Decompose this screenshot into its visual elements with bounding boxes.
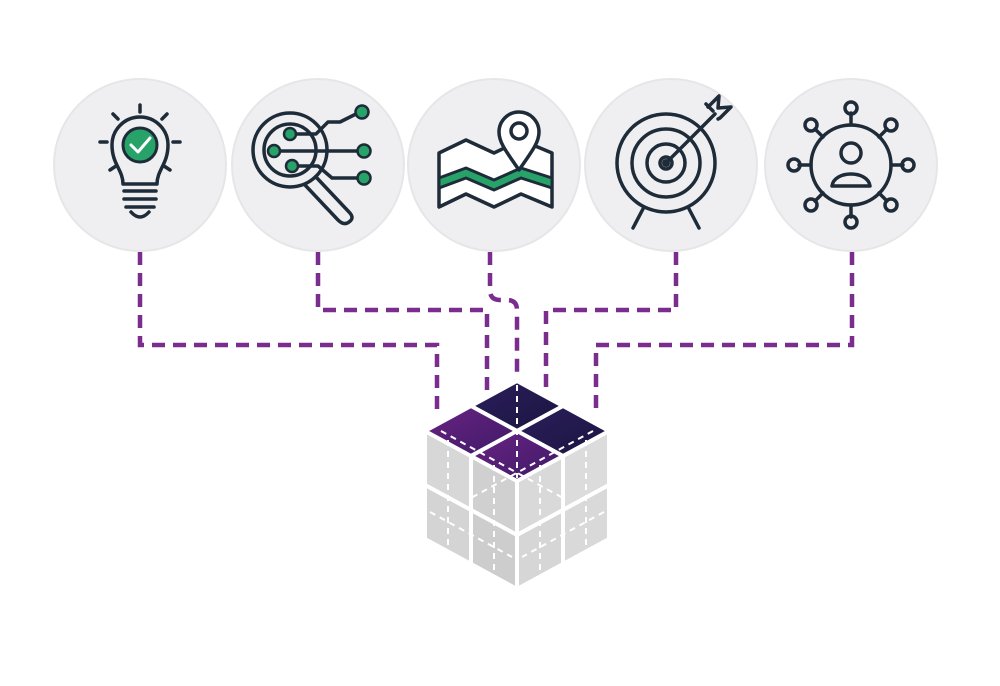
lightbulb-check-icon (98, 103, 182, 219)
cube-dashed-lines (429, 385, 605, 576)
network-dots (266, 104, 372, 186)
node-analysis (231, 78, 405, 252)
connector-map (487, 252, 520, 384)
connector-analysis (315, 252, 490, 392)
node-circle (764, 78, 938, 252)
node-idea (53, 78, 227, 252)
node-network (764, 78, 938, 252)
check-badge (121, 126, 159, 164)
magnifier-network-icon (251, 110, 364, 226)
node-circle (53, 78, 227, 252)
connector-network (593, 252, 855, 410)
person-network-icon (786, 100, 916, 230)
connector-idea (137, 252, 440, 410)
cube-left-face (423, 429, 519, 591)
node-target (584, 78, 758, 252)
cube-right-face (515, 429, 611, 591)
cube-grid-icon (423, 379, 611, 591)
map-pin-icon (437, 110, 554, 209)
connector-target (543, 252, 679, 392)
node-map (407, 78, 581, 252)
target-arrow-icon (615, 94, 733, 230)
check-icon (129, 136, 152, 154)
connectors (137, 252, 855, 410)
target-center-dot (662, 159, 670, 167)
